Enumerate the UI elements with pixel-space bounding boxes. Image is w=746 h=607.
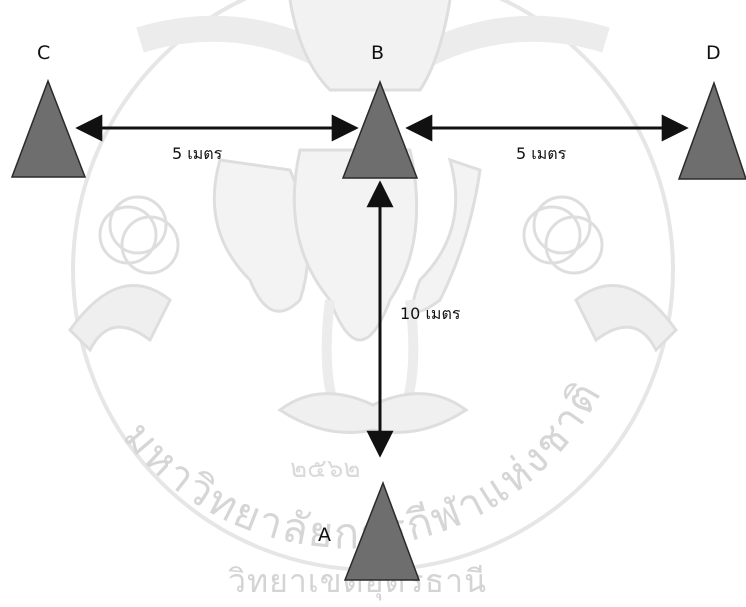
- cone-d: [679, 83, 746, 179]
- cone-d-label: D: [706, 42, 721, 64]
- distance-label-b-d: 5 เมตร: [516, 142, 566, 167]
- cone-b-label: B: [371, 42, 384, 64]
- cone-b: [343, 82, 417, 178]
- cone-c: [12, 81, 85, 177]
- cone-a-label: A: [318, 524, 331, 546]
- distance-label-b-a: 10 เมตร: [400, 302, 460, 327]
- cone-c-label: C: [37, 42, 50, 64]
- cone-a: [345, 483, 419, 580]
- distance-label-c-b: 5 เมตร: [172, 142, 222, 167]
